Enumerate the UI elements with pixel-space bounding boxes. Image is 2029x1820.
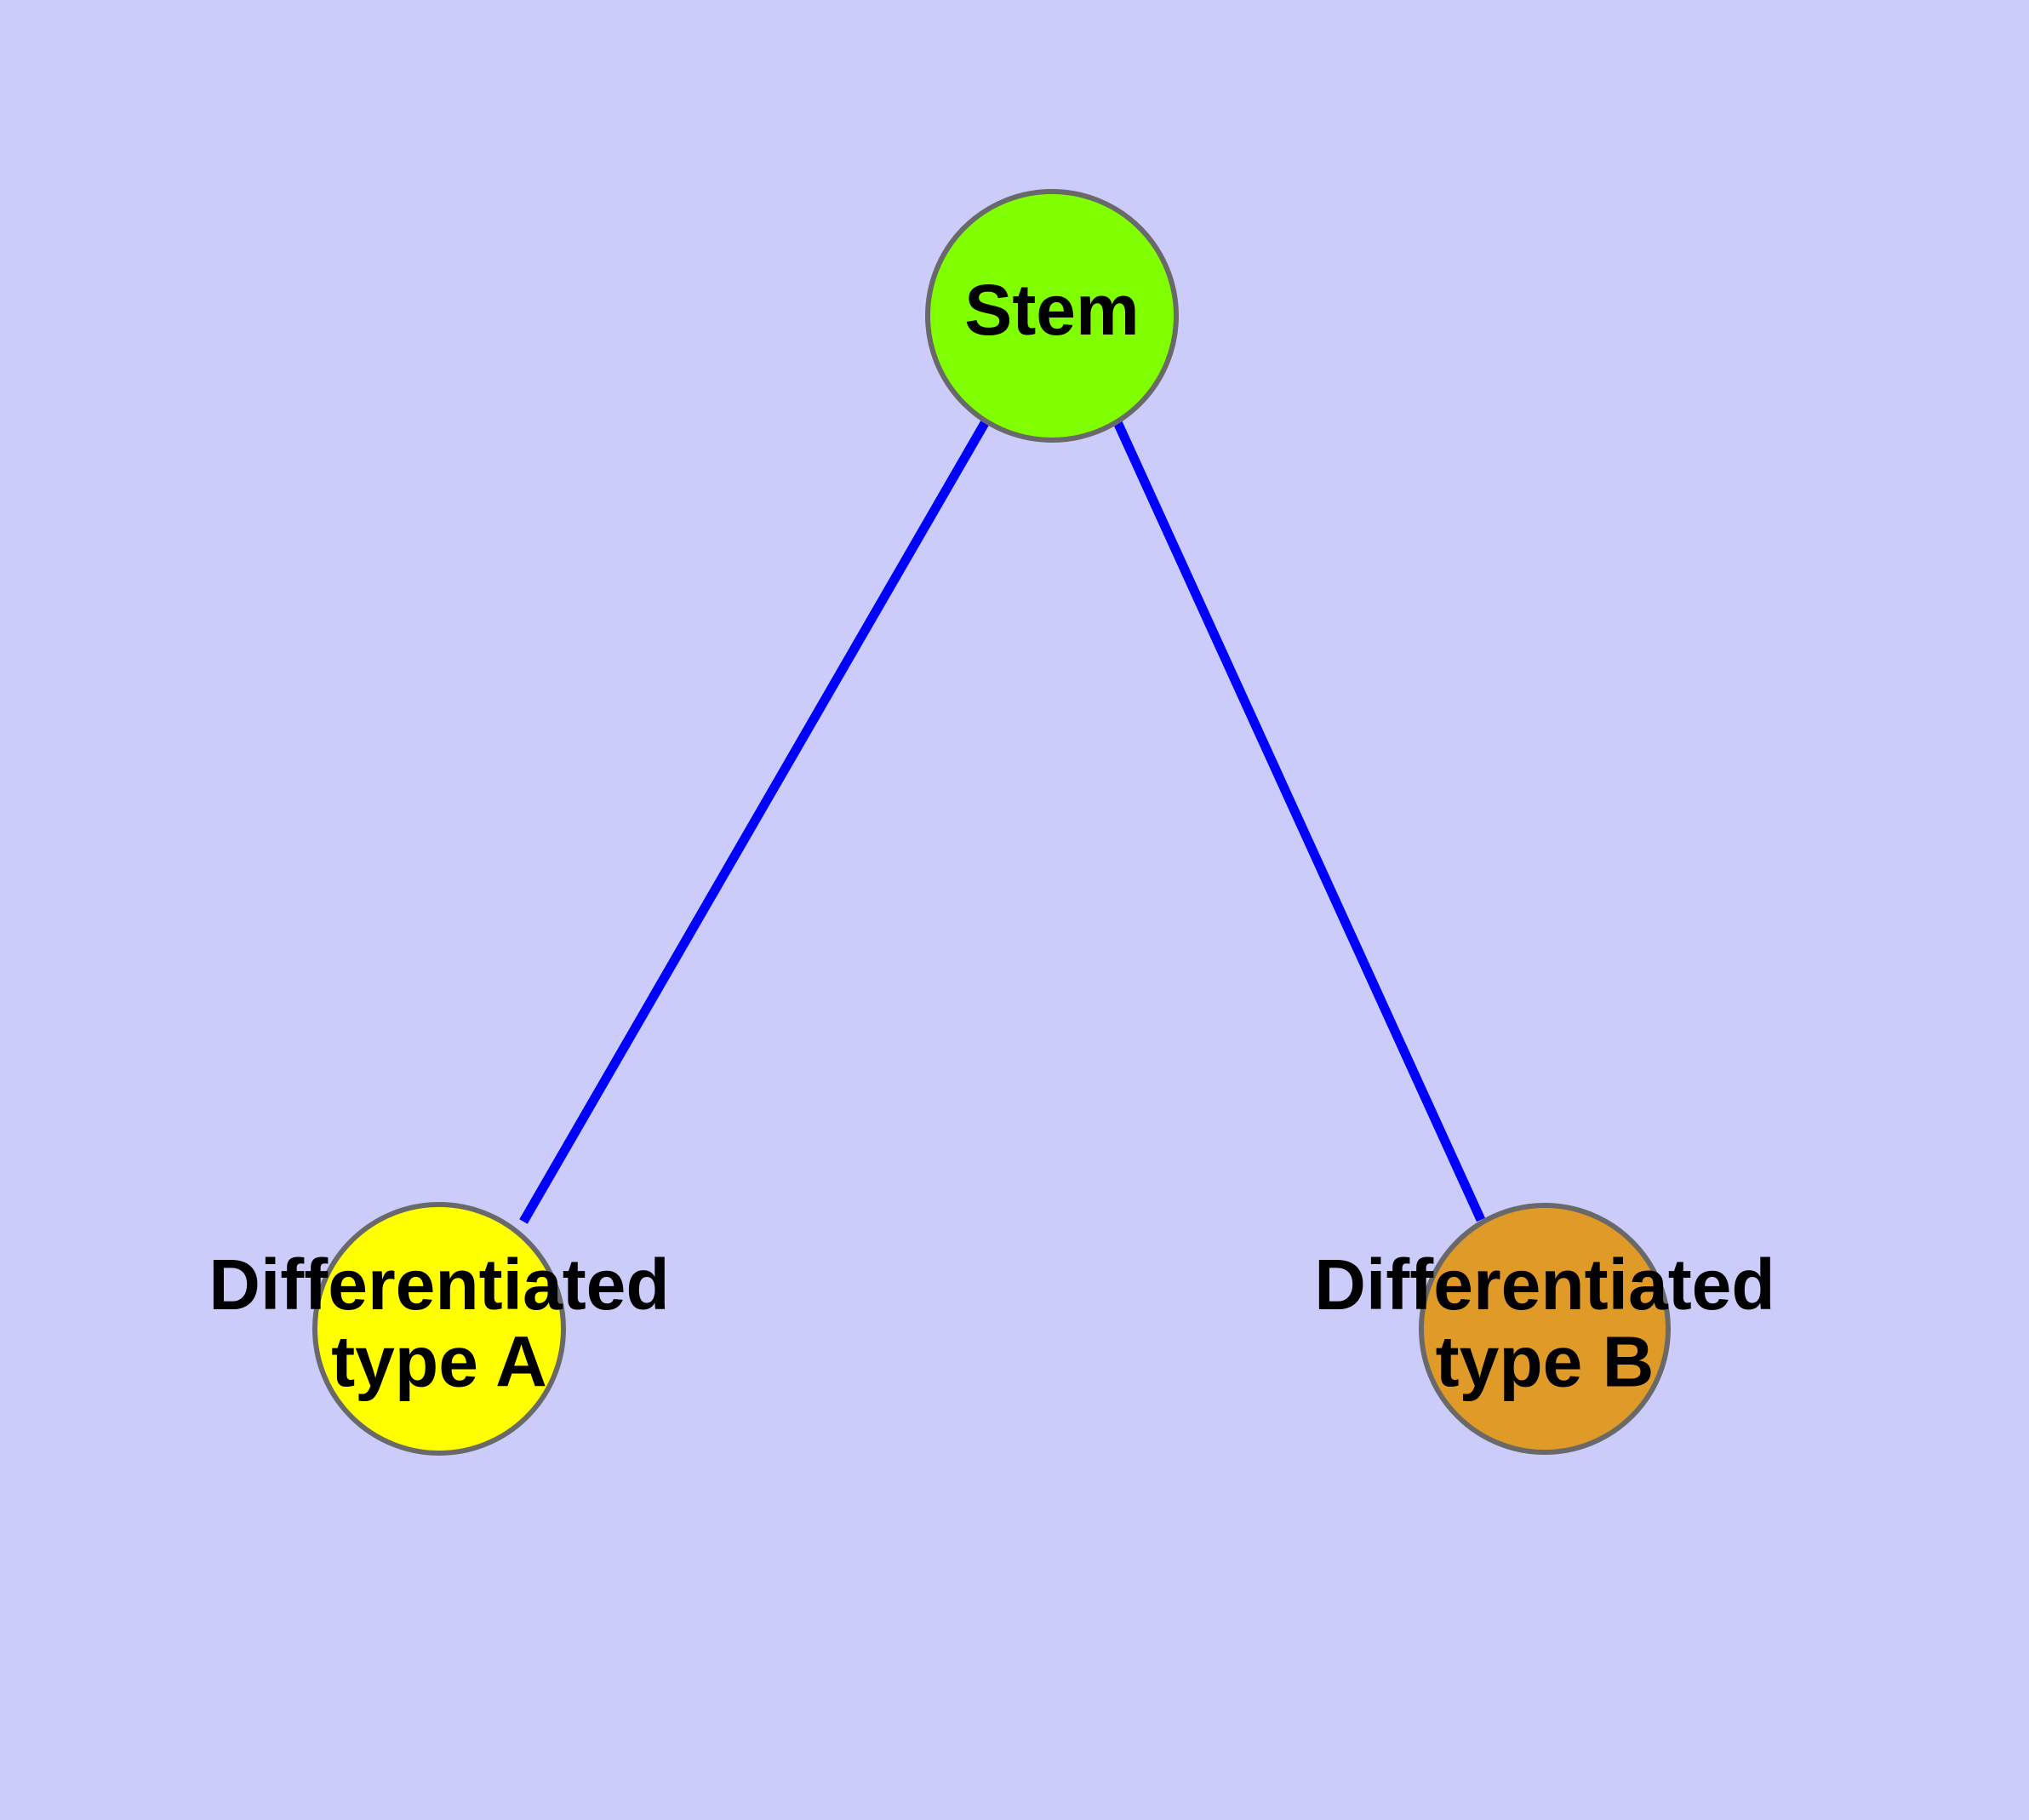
edge-stem-to-type-b[interactable] [1112,420,1486,1222]
node-diff-type-a[interactable] [312,1202,566,1456]
node-circle-stem[interactable] [925,189,1179,443]
node-diff-type-b[interactable] [1419,1203,1671,1455]
node-label-diff-type-a-line-2: type A [331,1322,547,1402]
node-label-stem: Stem [964,270,1139,350]
node-circle-diff-type-b[interactable] [1419,1203,1671,1455]
label-group: Stem Differentiated type A Differentiate… [209,270,1775,1401]
edge-group [519,420,1486,1224]
node-label-diff-type-b-line-2: type B [1436,1322,1655,1402]
node-label-diff-type-b-line-1: Differentiated [1314,1245,1775,1325]
node-label-diff-type-a-line-1: Differentiated [209,1245,669,1325]
edge-stem-to-type-a[interactable] [519,421,989,1224]
node-circle-diff-type-a[interactable] [312,1202,566,1456]
node-stem[interactable] [925,189,1179,443]
